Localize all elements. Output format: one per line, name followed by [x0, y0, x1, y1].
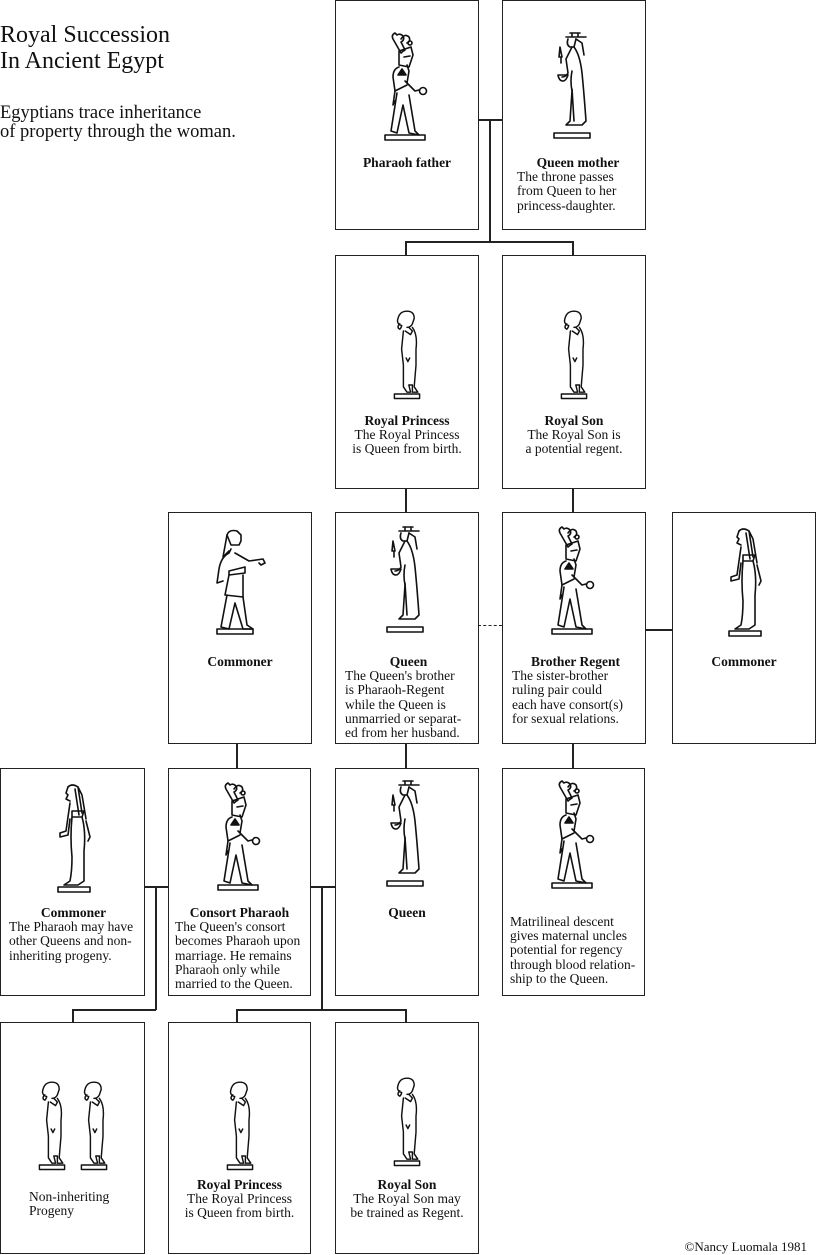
drop-royal-son-1 [572, 241, 574, 255]
child-figure-icon [169, 1075, 310, 1183]
queen-figure-icon [336, 523, 478, 643]
queen-figure-icon [503, 29, 645, 149]
box-desc: The Pharaoh may have other Queens and no… [9, 919, 134, 963]
title-line-1: Royal Succession [0, 22, 170, 48]
box-queen-1: Queen The Queen's brother is Pharaoh-Reg… [335, 512, 479, 744]
box-royal-princess-2: Royal Princess The Royal Princess is Que… [168, 1022, 311, 1254]
box-desc: The Queen's brother is Pharaoh-Regent wh… [345, 668, 462, 741]
child-figure-icon [336, 304, 478, 412]
sibling-dashed-line [478, 625, 502, 626]
box-desc: Non-inheriting Progeny [29, 1189, 110, 1219]
descent-line-progeny [155, 886, 157, 1010]
box-name: Pharaoh father [362, 155, 452, 170]
box-non-inheriting-progeny: Non-inheriting Progeny [0, 1022, 145, 1254]
box-royal-son-1: Royal Son The Royal Son is a potential r… [502, 255, 646, 489]
descent-line-top [489, 119, 491, 242]
descent-line-royal-children [321, 886, 323, 1010]
box-desc: The Royal Son may be trained as Regent. [350, 1191, 464, 1221]
commoner-woman-figure-icon [1, 781, 144, 901]
diagram-subtitle: Egyptians trace inheritance of property … [0, 104, 236, 142]
box-desc: The Royal Son is a potential regent. [525, 427, 623, 457]
box-name: Commoner [711, 654, 777, 669]
box-name: Consort Pharaoh [189, 905, 290, 920]
line-queen-to-queen [405, 743, 407, 768]
subtitle-line-1: Egyptians trace inheritance [0, 103, 202, 123]
progeny-line [72, 1009, 156, 1011]
line-commoner-to-consort [236, 743, 238, 768]
commoner-man-figure-icon [169, 525, 311, 645]
box-brother-regent: Brother Regent The sister-brother ruling… [502, 512, 646, 744]
box-royal-son-2: Royal Son The Royal Son may be trained a… [335, 1022, 479, 1254]
sibling-line-row5 [236, 1009, 406, 1011]
box-name: Royal Princess [364, 413, 450, 428]
pharaoh-figure-icon [336, 29, 478, 149]
drop-progeny [72, 1009, 74, 1022]
commoner-woman-figure-icon [673, 525, 815, 645]
box-maternal-uncle: Matrilineal descent gives maternal uncle… [502, 768, 645, 996]
drop-royal-son-2 [405, 1009, 407, 1022]
box-desc: The Queen's consort becomes Pharaoh upon… [175, 919, 301, 992]
box-name: Royal Princess [196, 1177, 283, 1192]
title-line-2: In Ancient Egypt [0, 48, 164, 74]
line-princess-to-queen [405, 488, 407, 512]
pharaoh-figure-icon [503, 777, 644, 897]
sibling-line-row2 [405, 241, 573, 243]
box-desc: The Royal Princess is Queen from birth. [352, 427, 462, 457]
child-figure-icon [503, 304, 645, 412]
drop-royal-princess-2 [236, 1009, 238, 1022]
regent-commoner-line [645, 629, 673, 631]
diagram-title: Royal Succession In Ancient Egypt [0, 22, 170, 74]
box-desc: The sister-brother ruling pair could eac… [512, 668, 623, 726]
copyright-notice: ©Nancy Luomala 1981 [684, 1239, 807, 1254]
box-commoner-man: Commoner [168, 512, 312, 744]
box-commoner-woman-right: Commoner [672, 512, 816, 744]
box-name: Queen [389, 654, 428, 669]
box-queen-mother: Queen mother The throne passes from Quee… [502, 0, 646, 230]
box-name: Royal Son [377, 1177, 437, 1192]
drop-royal-princess-1 [405, 241, 407, 255]
box-consort-pharaoh: Consort Pharaoh The Queen's consort beco… [168, 768, 311, 996]
queen-figure-icon [336, 777, 478, 897]
line-regent-to-uncle [572, 743, 574, 768]
subtitle-line-2: of property through the woman. [0, 122, 236, 142]
box-desc: Matrilineal descent gives maternal uncle… [510, 914, 636, 986]
box-name: Commoner [40, 905, 107, 920]
two-children-figure-icon [1, 1075, 144, 1183]
marriage-line-commoner-consort [144, 886, 170, 888]
box-royal-princess-1: Royal Princess The Royal Princess is Que… [335, 255, 479, 489]
box-name: Royal Son [544, 413, 604, 428]
box-name: Brother Regent [530, 654, 621, 669]
pharaoh-figure-icon [503, 523, 645, 643]
child-figure-icon [336, 1071, 478, 1179]
marriage-line-consort-queen [310, 886, 336, 888]
box-queen-2: Queen [335, 768, 479, 996]
line-son-to-regent [572, 488, 574, 512]
box-pharaoh-father: Pharaoh father [335, 0, 479, 230]
box-desc: The throne passes from Queen to her prin… [517, 169, 617, 213]
box-name: Queen mother [536, 155, 620, 170]
pharaoh-figure-icon [169, 779, 310, 899]
box-commoner-woman-left: Commoner The Pharaoh may have other Quee… [0, 768, 145, 996]
box-name: Queen [388, 905, 426, 920]
box-name: Commoner [207, 654, 273, 669]
box-desc: The Royal Princess is Queen from birth. [184, 1191, 295, 1221]
